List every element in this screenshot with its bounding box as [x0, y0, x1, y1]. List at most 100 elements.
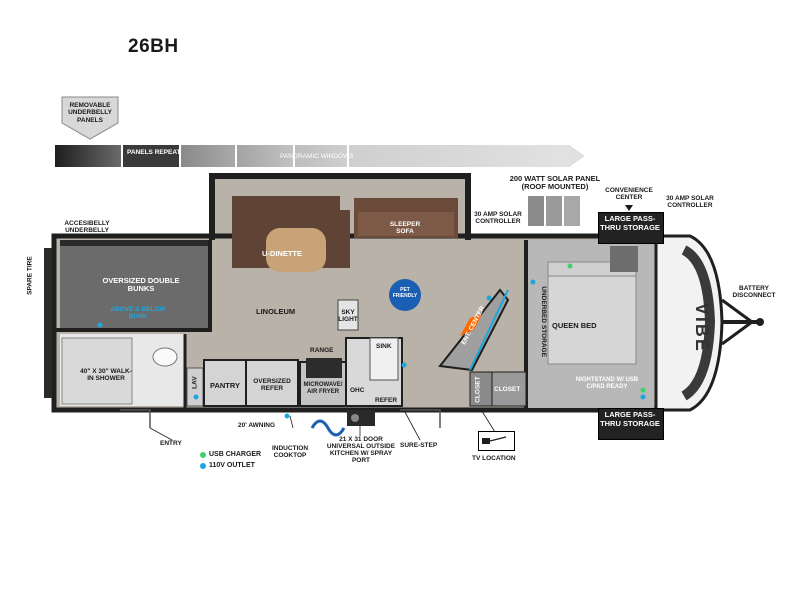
outlet-dot: [284, 413, 290, 419]
panel-segment: [295, 145, 347, 167]
walk-in-shower-label: 40" x 30" WALK-IN SHOWER: [80, 368, 132, 383]
queen-bed: [547, 267, 637, 365]
model-title: 26BH: [128, 36, 179, 57]
solar-panel-label: 200 WATT SOLAR PANEL (ROOF MOUNTED): [509, 174, 601, 192]
removable-panels-label: REMOVABLE UNDERBELLY PANELS: [68, 102, 112, 124]
leader-line: [479, 407, 496, 433]
spare-tire-label: SPARE TIRE: [26, 256, 34, 295]
tv-icon: [482, 436, 507, 444]
ent-center-edge: [469, 289, 509, 371]
above-below-bunk-label: ABOVE & BELOW BUNK: [110, 306, 166, 321]
linoleum-label: LINOLEUM: [256, 307, 296, 316]
outlet-dot: [640, 394, 646, 400]
wardrobe: [610, 246, 638, 272]
sky-light-label: SKY LIGHT: [338, 309, 358, 324]
bunk-area: [60, 240, 210, 330]
closet-left-label: CLOSET: [474, 376, 482, 403]
spray-hose: [310, 419, 346, 437]
leader-line: [404, 411, 421, 441]
closet-right-label: CLOSET: [494, 386, 521, 393]
storage-bottom-label: LARGE PASS-THRU STORAGE: [600, 410, 660, 428]
storage-top-label: LARGE PASS-THRU STORAGE: [600, 214, 660, 232]
lav-label: LAV: [191, 376, 199, 389]
legend-usb-charger: USB CHARGER: [209, 451, 262, 458]
panel-segment: [237, 145, 293, 167]
panel-segment: [55, 145, 121, 167]
strip-arrow-icon: [569, 145, 585, 167]
front-cap-stripe: [681, 245, 716, 401]
queen-bed-label: QUEEN BED: [552, 321, 597, 330]
range-top: [306, 358, 342, 378]
outlet-dot: [486, 295, 492, 301]
awning-label: 20' AWNING: [238, 422, 276, 429]
leader-line: [289, 415, 294, 429]
solar-panel-icon: [528, 196, 580, 226]
sleeper-sofa-label: SLEEPER SOFA: [389, 221, 421, 236]
skylight: [337, 299, 359, 331]
dinette-table: [266, 228, 326, 272]
outlet-dot: [530, 279, 536, 285]
usb-dot: [640, 387, 646, 393]
underbelly-panel-strip: PANELS REPEAT PANORAMIC WINDOWS: [55, 145, 585, 167]
nightstand-label: NIGHTSTAND W/ USB C/PAD READY: [575, 377, 639, 390]
refer-label: REFER: [375, 397, 398, 404]
outlet-dot: [97, 322, 103, 328]
panoramic-windows-label: PANORAMIC WINDOWS: [280, 153, 354, 160]
sure-step-label: SURE-STEP: [400, 442, 438, 449]
entry-label: ENTRY: [160, 440, 182, 447]
battery-disconnect-label: BATTERY DISCONNECT: [732, 285, 776, 300]
underbed-storage-label: UNDERBED STORAGE: [539, 286, 547, 357]
usb-dot: [567, 263, 573, 269]
accessible-underbelly-label: ACCESIBELLY UNDERBELLY: [64, 220, 110, 235]
tv-location-label: TV LOCATION: [472, 455, 516, 462]
solar-controller-mid-label: 30 AMP SOLAR CONTROLLER: [474, 211, 522, 226]
pet-friendly-label: PET FRIENDLY: [392, 287, 418, 299]
sofa-cushion: [358, 212, 454, 236]
pantry-block: [203, 359, 247, 407]
bunk-edge: [60, 240, 210, 246]
pet-friendly-badge: [389, 279, 421, 311]
ohc-label: OHC: [350, 387, 365, 394]
convenience-center-label: CONVENIENCE CENTER: [605, 187, 653, 202]
closet-right-box: [491, 371, 527, 407]
microwave-label: MICROWAVE/ AIR FRYER: [303, 382, 343, 395]
storage-top-box: [598, 212, 664, 244]
outlet-dot: [193, 394, 199, 400]
removable-panels-badge: [61, 96, 119, 140]
oversized-refer-label: OVERSIZED REFER: [253, 378, 291, 393]
slide-out-wall: [209, 173, 471, 240]
induction-cooktop-label: INDUCTION COOKTOP: [271, 445, 309, 460]
panel-segment: [181, 145, 235, 167]
outside-kitchen-label: 21 x 31 DOOR UNIVERSAL OUTSIDE KITCHEN W…: [326, 436, 396, 465]
hitch-coupler: [756, 318, 764, 326]
leader-line: [149, 427, 173, 441]
hitch-arm: [721, 298, 753, 324]
brand-logo: VIBE: [691, 302, 712, 353]
rear-bumper: [44, 248, 52, 398]
tv-icon-box: [478, 431, 515, 451]
outlet-legend-dot: [200, 463, 206, 469]
solar-controller-right-label: 30 AMP SOLAR CONTROLLER: [666, 195, 714, 210]
pantry-label: PANTRY: [210, 381, 240, 390]
legend-110v-outlet: 110V OUTLET: [209, 462, 255, 469]
hitch-arm: [721, 320, 753, 346]
fireplace-glow: [460, 314, 482, 336]
outlet-dot: [401, 362, 407, 368]
range-label: RANGE: [310, 347, 334, 354]
toilet: [152, 347, 178, 367]
panel-segment: [123, 145, 179, 167]
down-arrow-icon: [625, 205, 633, 211]
storage-bottom-box: [598, 408, 664, 440]
sink-label: SINK: [376, 343, 392, 350]
refer-block: [245, 359, 299, 407]
shower: [61, 337, 133, 405]
panels-repeat-label: PANELS REPEAT: [127, 149, 181, 156]
outside-kitchen: [347, 410, 375, 426]
induction-icon: [351, 414, 359, 422]
panel-segment: [349, 145, 571, 167]
u-dinette-label: U-DINETTE: [262, 249, 302, 258]
usb-legend-dot: [200, 452, 206, 458]
oversized-double-bunks-label: OVERSIZED DOUBLE BUNKS: [102, 276, 180, 294]
sure-step-door: [400, 409, 441, 428]
